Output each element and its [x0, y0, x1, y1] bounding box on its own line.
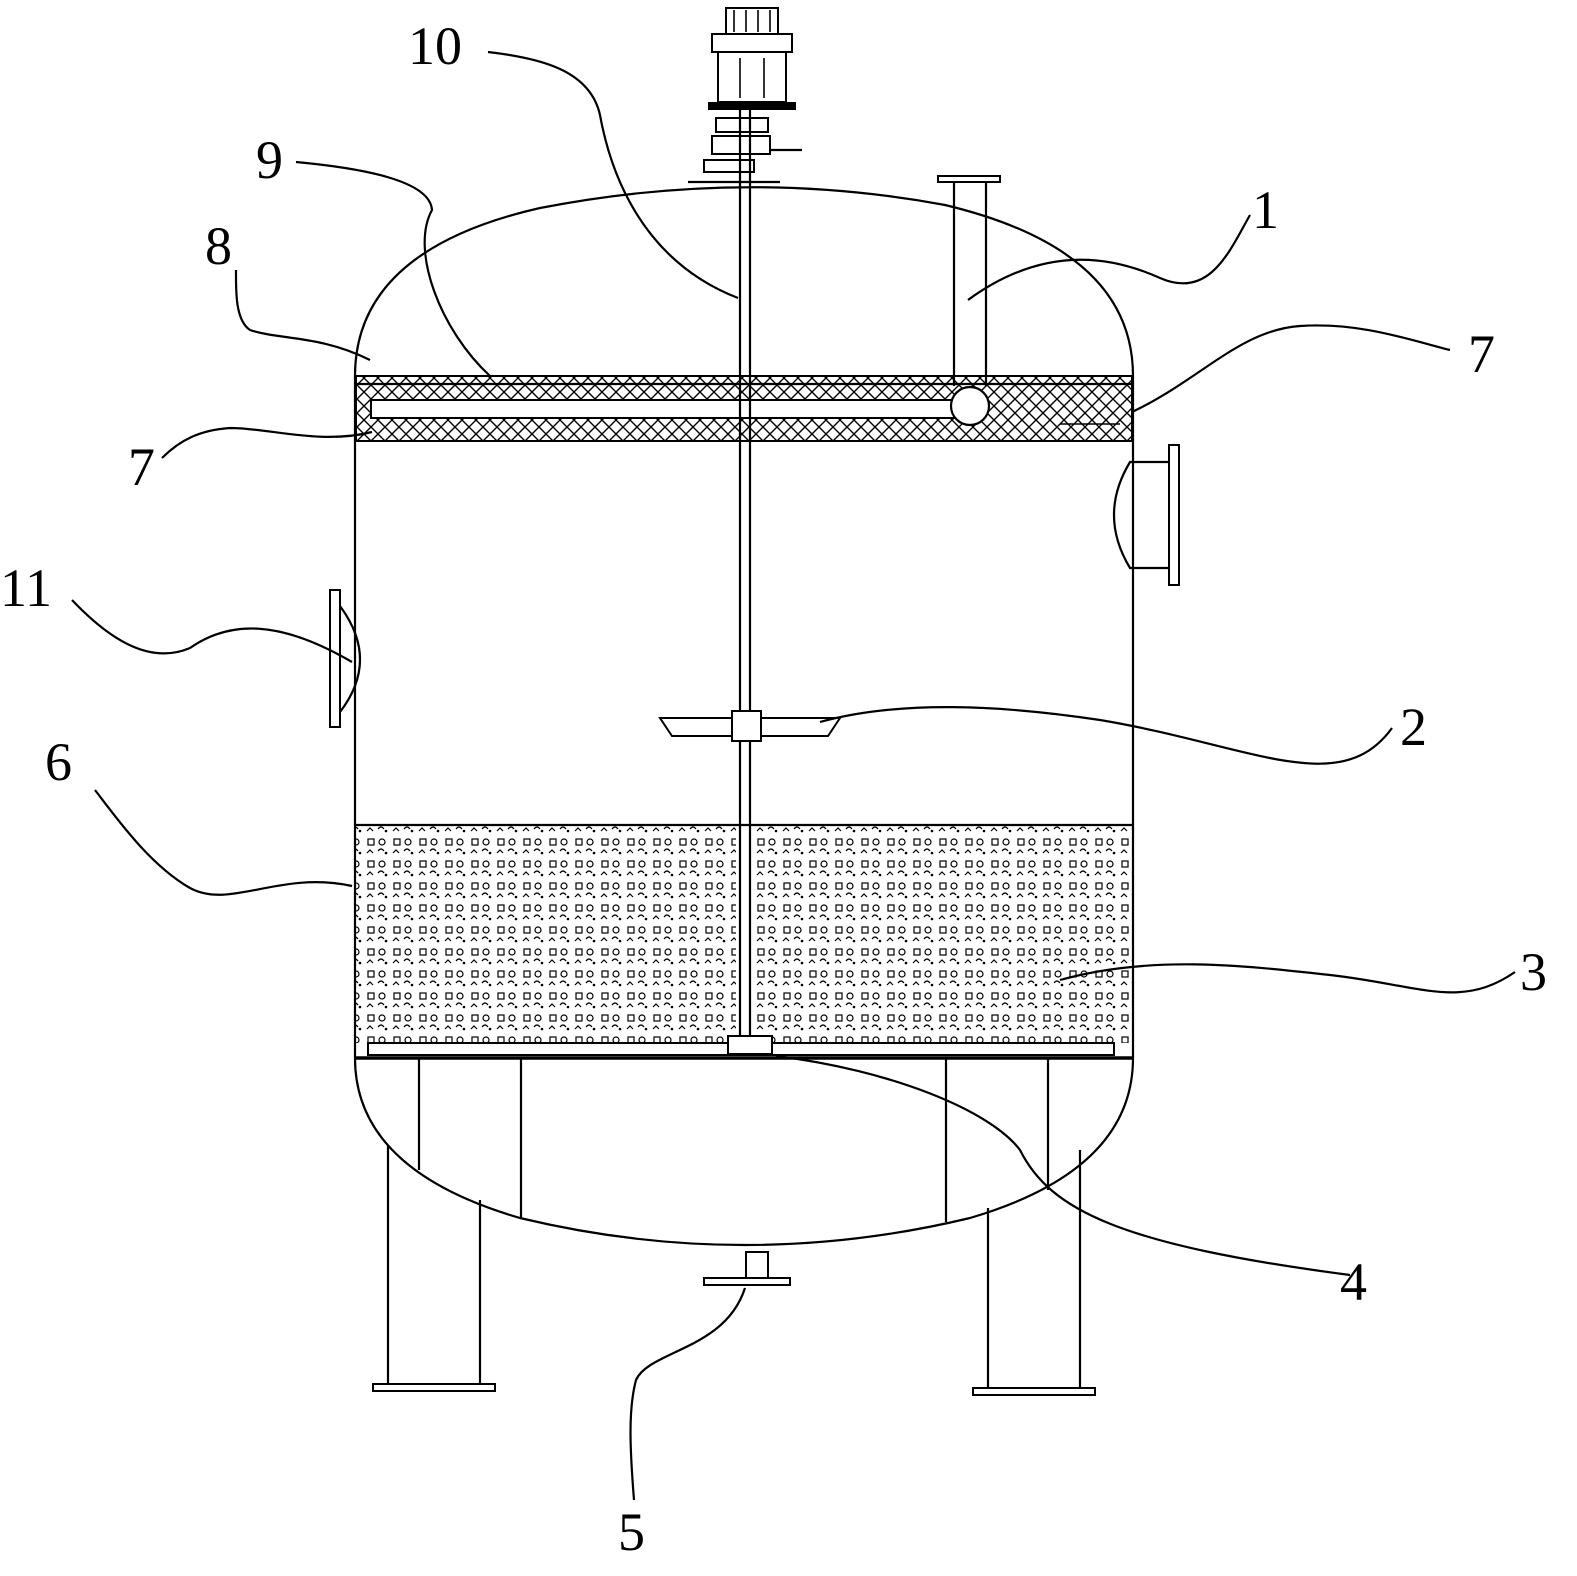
side-nozzle-right	[1113, 444, 1180, 586]
callout-7-left: 7	[128, 437, 155, 497]
callout-8: 8	[205, 216, 232, 276]
leader-11	[71, 599, 353, 663]
packing-bed	[356, 823, 1132, 1043]
bottom-outlet	[703, 1251, 791, 1286]
leader-3	[1059, 963, 1516, 994]
leader-1	[967, 214, 1251, 301]
leader-6	[94, 789, 353, 896]
callout-6: 6	[45, 732, 72, 792]
callout-11: 11	[0, 558, 52, 618]
leader-10	[487, 50, 739, 300]
inlet-pipe	[937, 175, 1001, 386]
leader-2	[819, 706, 1393, 765]
motor-drive	[688, 7, 802, 184]
leader-5	[629, 1287, 747, 1501]
callout-4: 4	[1340, 1252, 1367, 1312]
vessel-body	[353, 186, 1135, 1247]
callout-3: 3	[1520, 942, 1547, 1002]
callout-1: 1	[1252, 180, 1279, 240]
leader-7a	[161, 426, 373, 459]
callout-labels: 1 2 3 4 5 6 7 7 8 9 10 11	[0, 16, 1547, 1562]
support-plate	[367, 1035, 1115, 1056]
distributor-pipe	[370, 385, 1120, 427]
callout-9: 9	[256, 130, 283, 190]
callout-2: 2	[1400, 697, 1427, 757]
callout-10: 10	[408, 16, 462, 76]
side-nozzle-left	[329, 589, 362, 728]
agitator-shaft	[738, 110, 752, 1042]
impeller	[658, 710, 842, 742]
support-legs	[372, 1058, 1096, 1396]
leader-7b	[1131, 324, 1451, 413]
leader-8	[234, 269, 371, 361]
leader-lines	[71, 50, 1516, 1501]
leader-9	[295, 160, 491, 377]
leader-4	[775, 1054, 1351, 1277]
callout-7-right: 7	[1468, 324, 1495, 384]
callout-5: 5	[618, 1502, 645, 1562]
